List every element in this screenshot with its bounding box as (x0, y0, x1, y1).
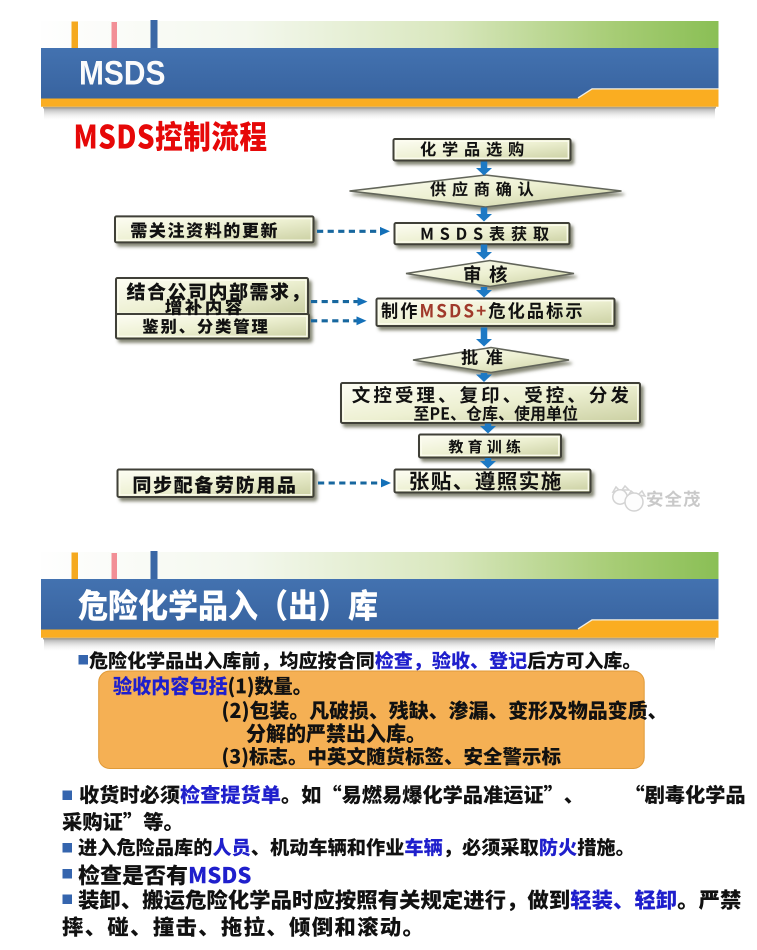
svg-text:MSDS: MSDS (79, 54, 165, 92)
